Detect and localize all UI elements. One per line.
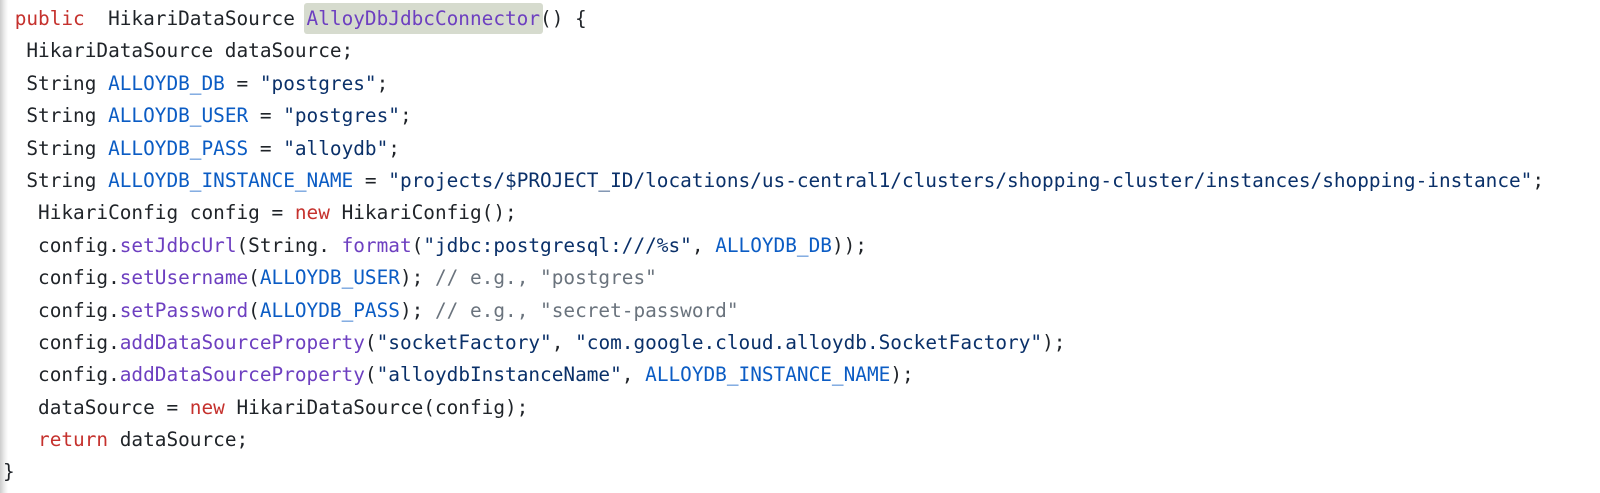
code-token: ; — [399, 104, 412, 128]
code-token — [3, 428, 38, 451]
code-token: ALLOYDB_USER — [259, 266, 400, 290]
code-token: HikariDataSource(config); — [224, 395, 529, 419]
code-line: config.setPassword(ALLOYDB_PASS); // e.g… — [3, 295, 1600, 327]
code-token: // e.g., "secret-password" — [434, 298, 739, 322]
code-token: setJdbcUrl — [119, 233, 237, 257]
code-line: String ALLOYDB_DB = "postgres"; — [3, 68, 1600, 100]
code-line: return dataSource; — [3, 424, 1600, 456]
code-token: ; — [376, 71, 389, 95]
code-token: , — [621, 363, 646, 387]
code-token: ( — [411, 233, 424, 257]
code-line: config.setUsername(ALLOYDB_USER); // e.g… — [3, 262, 1600, 294]
code-token: HikariConfig(); — [329, 201, 517, 225]
code-token: String — [3, 136, 109, 160]
code-token: HikariDataSource — [84, 7, 307, 30]
code-line: config.setJdbcUrl(String. format("jdbc:p… — [3, 230, 1600, 262]
left-edge-shadow — [0, 0, 8, 493]
code-token: addDataSourceProperty — [119, 330, 365, 354]
code-token: "alloydb" — [283, 136, 389, 160]
code-token: ); — [399, 298, 435, 322]
highlighted-token: AlloyDbJdbcConnector — [303, 3, 544, 34]
code-line: dataSource = new HikariDataSource(config… — [3, 392, 1600, 424]
code-line: String ALLOYDB_INSTANCE_NAME = "projects… — [3, 165, 1600, 197]
code-token: ALLOYDB_PASS — [108, 136, 249, 160]
code-token: ( — [364, 330, 377, 354]
code-token: config. — [3, 233, 120, 257]
code-token: "projects/$PROJECT_ID/locations/us-centr… — [388, 168, 1533, 192]
code-token: ALLOYDB_USER — [108, 104, 249, 128]
code-token: ALLOYDB_INSTANCE_NAME — [645, 363, 891, 387]
code-token: () { — [540, 7, 587, 30]
code-token: "jdbc:postgresql:///%s" — [423, 233, 692, 257]
code-token: ); — [399, 266, 435, 290]
code-token: ); — [890, 363, 914, 387]
code-token: "alloydbInstanceName" — [376, 363, 622, 387]
code-token: "com.google.cloud.alloydb.SocketFactory" — [575, 330, 1043, 354]
code-token: ( — [364, 363, 377, 387]
code-token: return — [38, 428, 109, 452]
code-token: "socketFactory" — [376, 330, 552, 354]
code-token: } — [3, 460, 15, 484]
code-token: config. — [3, 330, 120, 354]
code-token: = — [224, 71, 260, 95]
code-token: = — [248, 104, 284, 128]
code-token: config. — [3, 363, 120, 387]
code-token: = — [353, 168, 389, 192]
code-token: , — [691, 233, 716, 257]
code-token: format — [341, 233, 412, 257]
code-token: "postgres" — [283, 104, 400, 128]
code-token: String — [3, 168, 109, 192]
code-token: ( — [248, 298, 260, 322]
code-line: public HikariDataSource AlloyDbJdbcConne… — [3, 3, 1600, 35]
code-token: addDataSourceProperty — [119, 363, 365, 387]
code-token: new — [189, 395, 225, 419]
code-token: ALLOYDB_DB — [108, 71, 225, 95]
code-token: dataSource; — [108, 428, 249, 452]
code-token: ; — [1532, 168, 1545, 192]
code-token: ALLOYDB_PASS — [259, 298, 400, 322]
code-token: )); — [831, 233, 867, 257]
code-token: = — [248, 136, 284, 160]
code-token: setPassword — [119, 298, 249, 322]
code-token: // e.g., "postgres" — [434, 266, 657, 290]
code-line: config.addDataSourceProperty("alloydbIns… — [3, 359, 1600, 391]
code-token: ; — [388, 136, 400, 160]
code-token: "postgres" — [259, 71, 377, 95]
code-line: config.addDataSourceProperty("socketFact… — [3, 327, 1600, 359]
code-line: String ALLOYDB_USER = "postgres"; — [3, 100, 1600, 132]
code-line: String ALLOYDB_PASS = "alloydb"; — [3, 133, 1600, 165]
code-token: ALLOYDB_DB — [715, 233, 832, 257]
code-token: ); — [1042, 330, 1066, 354]
code-token: public — [14, 7, 85, 30]
code-token: (String. — [236, 233, 342, 257]
code-token — [3, 7, 15, 30]
code-token: config. — [3, 298, 120, 322]
code-token: String — [3, 71, 109, 95]
code-token: HikariDataSource dataSource; — [3, 39, 354, 63]
code-token: new — [294, 201, 330, 225]
code-token: HikariConfig config = — [3, 201, 295, 225]
code-token: ALLOYDB_INSTANCE_NAME — [108, 168, 354, 192]
code-token: String — [3, 104, 109, 128]
code-line: HikariDataSource dataSource; — [3, 35, 1600, 67]
code-token: setUsername — [119, 266, 249, 290]
code-token: ( — [248, 266, 260, 290]
code-token: , — [551, 330, 576, 354]
code-line: HikariConfig config = new HikariConfig()… — [3, 197, 1600, 229]
code-token: config. — [3, 266, 120, 290]
code-token: dataSource = — [3, 395, 190, 419]
code-block: public HikariDataSource AlloyDbJdbcConne… — [3, 3, 1600, 489]
code-line: } — [3, 456, 1600, 488]
